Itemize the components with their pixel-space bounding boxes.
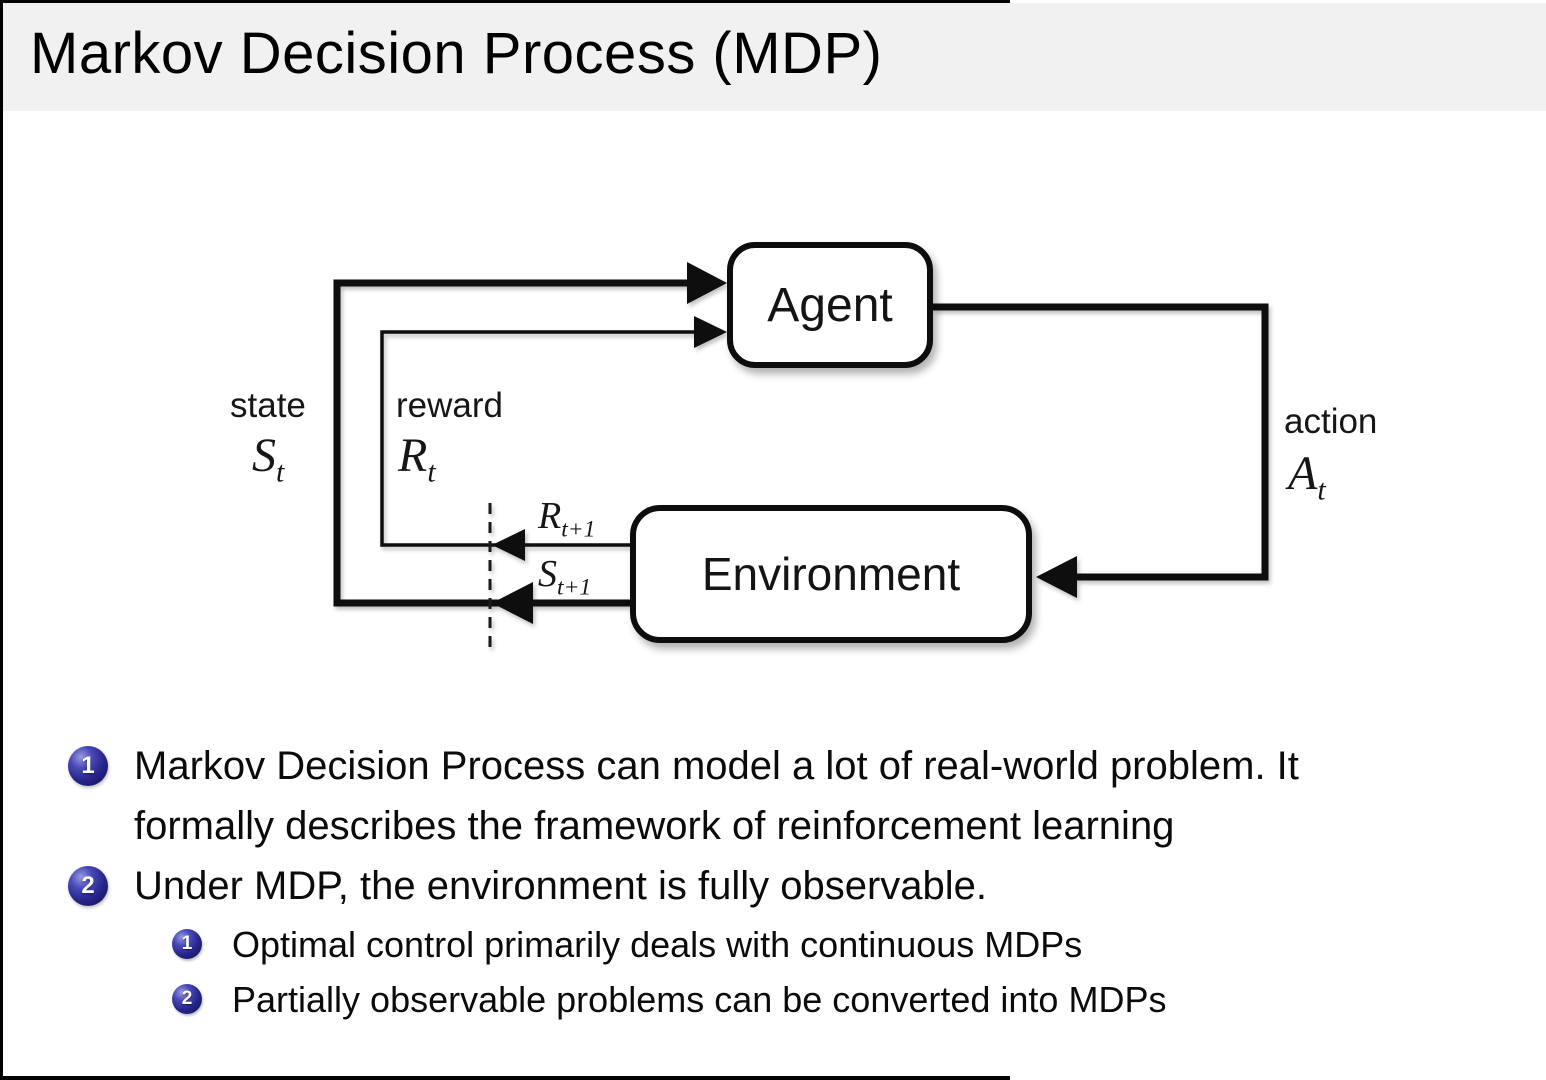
- bullet-ball-icon: 2: [172, 984, 202, 1014]
- bullet-ball-icon: 1: [68, 746, 108, 786]
- bullet-list: 1 Markov Decision Process can model a lo…: [0, 736, 1546, 1026]
- reward-next-symbol: Rt+1: [538, 495, 596, 543]
- list-item: 1 Optimal control primarily deals with c…: [0, 918, 1546, 971]
- bullet-text: Markov Decision Process can model a lot …: [134, 736, 1519, 856]
- bullet-ball-icon: 2: [68, 866, 108, 906]
- reward-arrowhead-into-agent: [694, 316, 727, 348]
- state-path: [333, 279, 695, 607]
- state-label: state: [230, 386, 306, 425]
- list-item: 1 Markov Decision Process can model a lo…: [0, 736, 1546, 856]
- state-next-symbol: St+1: [538, 553, 592, 601]
- action-label: action: [1284, 402, 1378, 441]
- top-edge-line: [0, 0, 1010, 3]
- bullet-text-line: formally describes the framework of rein…: [134, 804, 1175, 848]
- page-title: Markov Decision Process (MDP): [30, 21, 883, 86]
- bullet-text: Partially observable problems can be con…: [232, 979, 1167, 1020]
- state-arrowhead-at-timestep: [492, 582, 533, 624]
- agent-box-label: Agent: [767, 278, 893, 332]
- state-symbol: St: [252, 429, 285, 489]
- reward-arrowhead-at-timestep: [492, 529, 525, 561]
- agent-box: Agent: [727, 242, 933, 368]
- bullet-ball-icon: 1: [172, 929, 202, 959]
- bullet-text: Optimal control primarily deals with con…: [232, 924, 1083, 965]
- environment-box-label: Environment: [701, 548, 961, 600]
- action-arrowhead-into-environment: [1036, 556, 1077, 598]
- bullet-text: Under MDP, the environment is fully obse…: [134, 864, 988, 908]
- reward-symbol: Rt: [398, 429, 436, 489]
- list-item: 2 Partially observable problems can be c…: [0, 973, 1546, 1026]
- action-symbol: At: [1288, 447, 1326, 507]
- list-item: 2 Under MDP, the environment is fully ob…: [0, 856, 1546, 916]
- left-edge-line: [0, 0, 3, 1080]
- reward-label: reward: [396, 386, 503, 425]
- action-path: [933, 303, 1269, 581]
- state-arrowhead-into-agent: [687, 262, 727, 304]
- bottom-edge-line: [0, 1076, 1010, 1080]
- environment-box: Environment: [630, 505, 1032, 643]
- bullet-text-line: Markov Decision Process can model a lot …: [134, 744, 1299, 788]
- title-bar: Markov Decision Process (MDP): [3, 3, 1546, 111]
